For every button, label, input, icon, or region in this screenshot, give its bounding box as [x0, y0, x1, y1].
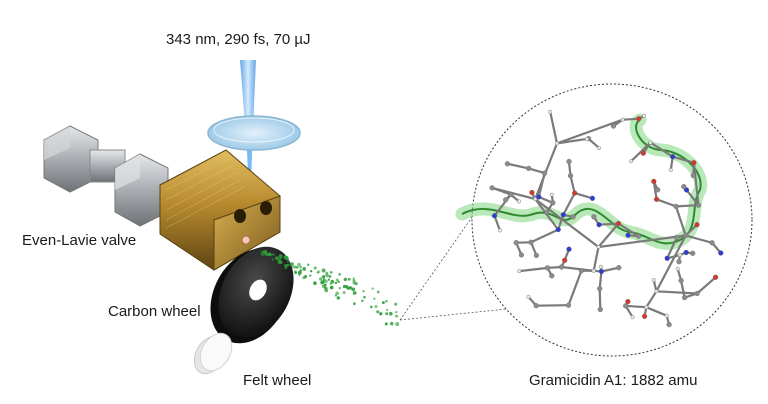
focusing-lens [207, 115, 301, 151]
carbon-wheel [210, 246, 294, 344]
molecule-label: Gramicidin A1: 1882 amu [529, 372, 697, 389]
particle-plume [260, 250, 400, 327]
even-lavie-valve [159, 149, 281, 271]
valve-label: Even-Lavie valve [22, 232, 136, 249]
gramicidin-molecule [455, 109, 724, 328]
laser-parameters-label: 343 nm, 290 fs, 70 µJ [166, 31, 311, 48]
felt-wheel-label: Felt wheel [243, 372, 311, 389]
valve-fitting [43, 125, 169, 227]
carbon-wheel-label: Carbon wheel [108, 303, 201, 320]
felt-wheel [193, 332, 233, 375]
